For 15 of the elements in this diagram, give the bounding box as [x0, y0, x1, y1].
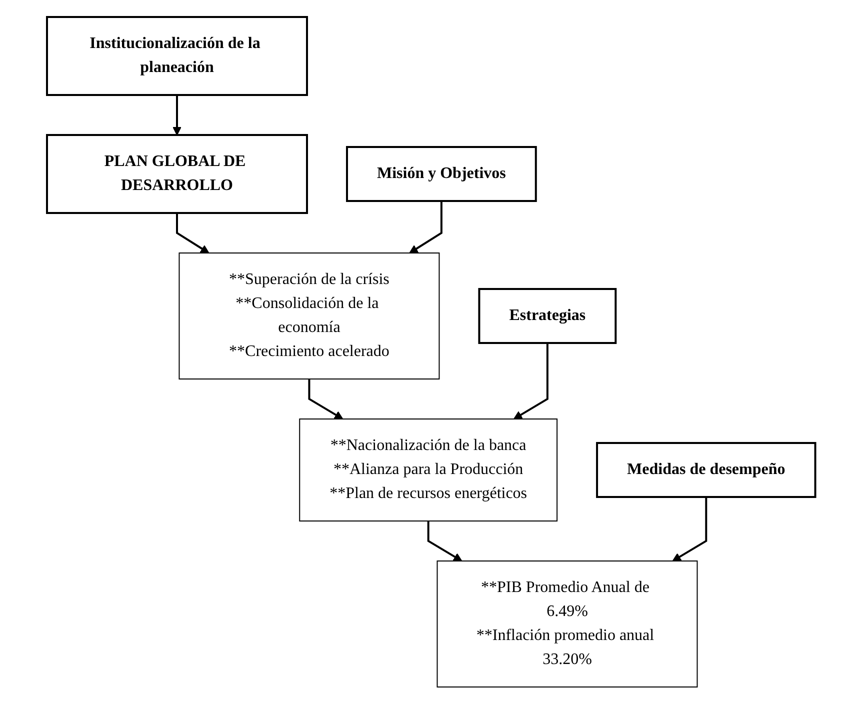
arrow — [513, 342, 548, 419]
node-box: **Superación de la crísis **Consolidación de la economía **Crecimiento acelerado — [178, 252, 440, 379]
node-box: Misión y Objetivos — [346, 146, 537, 202]
node-box: PLAN GLOBAL DE DESARROLLO — [46, 134, 308, 214]
node-box: Institucionalización de la planeación — [46, 16, 308, 96]
node-box: **Nacionalización de la banca **Alianza para la Producción **Plan de recursos energéticos — [298, 418, 558, 521]
arrow — [672, 496, 707, 561]
arrow — [172, 94, 182, 135]
arrow — [308, 378, 344, 419]
node-box: Medidas de desempeño — [596, 442, 816, 498]
arrow — [409, 200, 442, 253]
node-box: Estrategias — [478, 288, 616, 344]
arrow — [427, 520, 462, 561]
node-box: **PIB Promedio Anual de 6.49% **Inflación promedio anual 33.20% — [436, 560, 698, 687]
arrow — [176, 212, 210, 253]
